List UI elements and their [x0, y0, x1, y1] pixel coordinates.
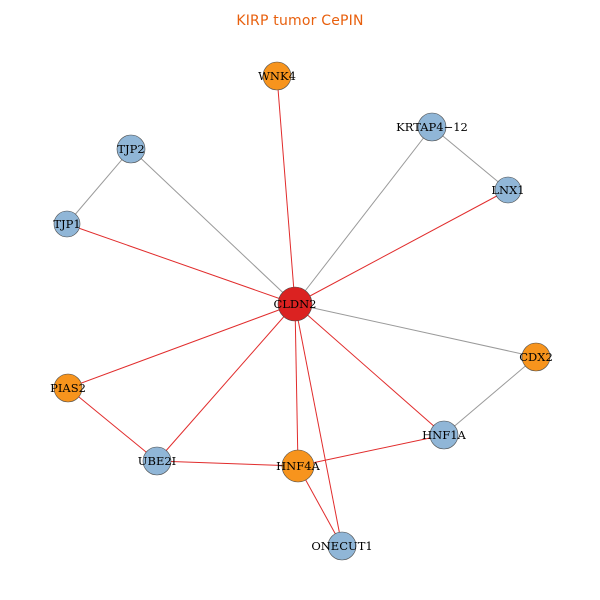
- graph-node-label-WNK4: WNK4: [258, 69, 296, 83]
- graph-edge-CLDN2-UBE2I: [156, 303, 296, 462]
- graph-node-label-LNX1: LNX1: [491, 183, 524, 197]
- graph-node-HNF4A: [281, 449, 315, 483]
- graph-node-KRTAP4-12: [417, 112, 447, 142]
- graph-node-label-UBE2I: UBE2I: [138, 454, 176, 468]
- graph-node-CLDN2: [277, 286, 313, 322]
- graph-edge-CLDN2-PIAS2: [67, 303, 296, 389]
- graph-node-label-ONECUT1: ONECUT1: [311, 539, 372, 553]
- graph-node-label-HNF4A: HNF4A: [276, 459, 320, 473]
- graph-edge-CLDN2-CDX2: [294, 303, 537, 358]
- graph-edge-CLDN2-TJP1: [66, 223, 296, 305]
- graph-node-WNK4: [262, 61, 292, 91]
- graph-node-label-TJP2: TJP2: [117, 142, 144, 156]
- graph-node-UBE2I: [142, 446, 172, 476]
- graph-edge-CLDN2-KRTAP4-12: [294, 126, 433, 305]
- plot-title: KIRP tumor CePIN: [236, 13, 364, 29]
- graph-edge-PIAS2-UBE2I: [67, 387, 158, 462]
- graph-edge-KRTAP4-12-LNX1: [431, 126, 509, 191]
- graph-node-LNX1: [494, 176, 522, 204]
- graph-node-label-TJP1: TJP1: [53, 217, 80, 231]
- graph-node-label-CDX2: CDX2: [519, 350, 553, 364]
- graph-node-label-KRTAP4-12: KRTAP4−12: [396, 120, 468, 134]
- graph-edge-UBE2I-HNF4A: [156, 460, 299, 467]
- graph-edge-CLDN2-LNX1: [294, 189, 509, 305]
- graph-node-TJP2: [116, 134, 146, 164]
- graph-node-TJP1: [53, 210, 81, 238]
- graph-edge-HNF4A-HNF1A: [297, 434, 445, 467]
- graph-edge-CDX2-HNF1A: [443, 356, 537, 436]
- graph-edge-CLDN2-WNK4: [276, 75, 296, 305]
- graph-node-label-HNF1A: HNF1A: [422, 428, 466, 442]
- graph-node-label-PIAS2: PIAS2: [50, 381, 86, 395]
- graph-edge-CLDN2-HNF4A: [294, 303, 299, 467]
- graph-edge-CLDN2-HNF1A: [294, 303, 445, 436]
- graph-node-label-CLDN2: CLDN2: [273, 297, 316, 311]
- graph-node-HNF1A: [429, 420, 459, 450]
- graph-node-ONECUT1: [327, 531, 357, 561]
- graph-edge-CLDN2-ONECUT1: [294, 303, 343, 547]
- graph-edge-CLDN2-TJP2: [130, 148, 296, 305]
- graph-edge-TJP2-TJP1: [66, 148, 132, 225]
- graph-node-CDX2: [521, 342, 551, 372]
- graph-node-PIAS2: [53, 373, 83, 403]
